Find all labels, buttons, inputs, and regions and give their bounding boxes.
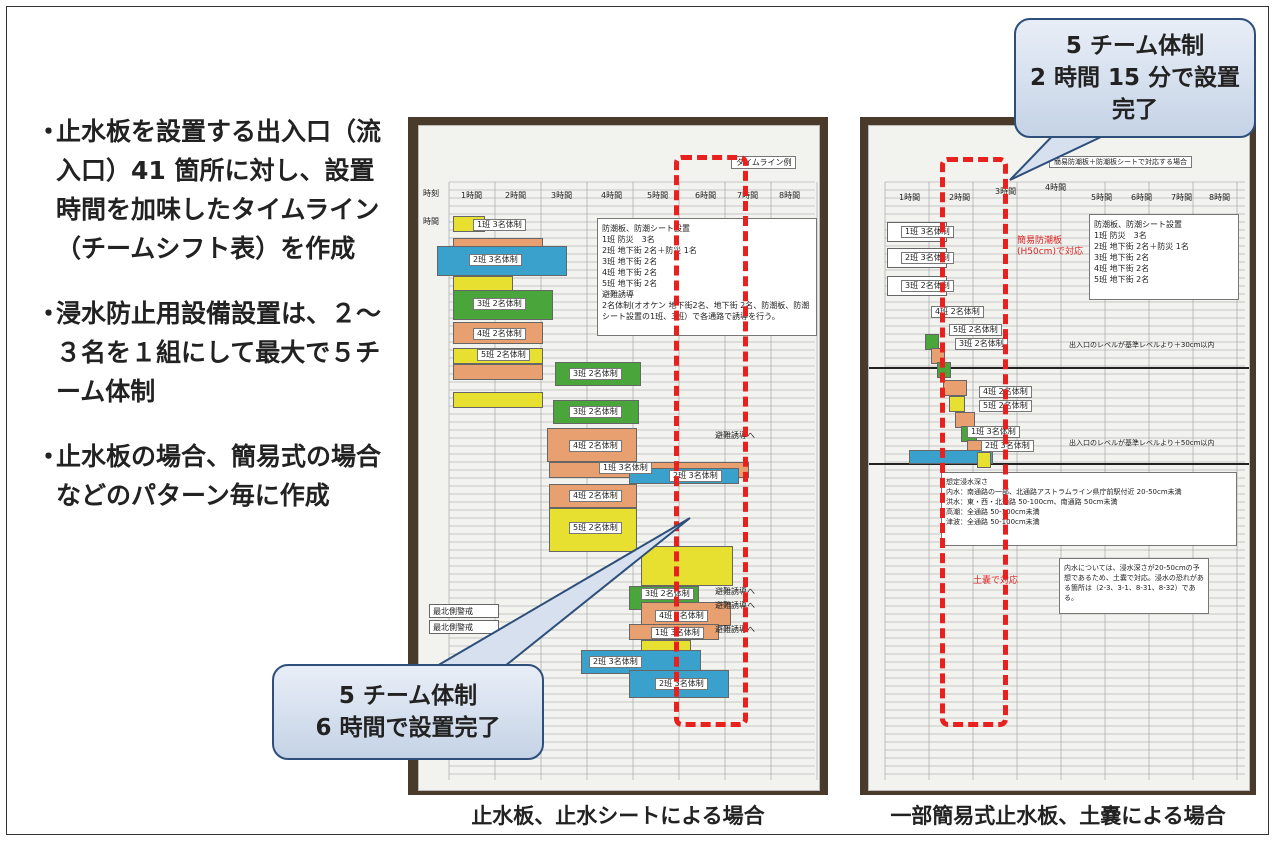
shift-bar <box>453 392 543 408</box>
team-assignment-box: 防潮板、防潮シート設置 1班 防災 3名 2班 地下街 2名＋防災 1名 3班 … <box>1089 214 1239 300</box>
shift-bar <box>949 396 965 412</box>
slide-frame <box>6 6 1269 835</box>
team-label: 5班 2名体制 <box>569 522 622 534</box>
shift-bar <box>453 290 553 320</box>
hour-header: 6時間 <box>1131 193 1153 202</box>
team-label: 2班 3名体制 <box>469 254 522 266</box>
hour-header: 1時間 <box>461 191 483 200</box>
team-label: 4班 2名体制 <box>473 328 526 340</box>
bullet-list: ・ 止水板を設置する出入口（流入口）41 箇所に対し、設置時間を加味したタイムラ… <box>36 112 396 541</box>
team-label: 2班 3名体制 <box>655 678 708 690</box>
team-assignment-box: 防潮板、防潮シート設置 1班 防災 3名 2班 地下街 2名＋防災 1名 3班 … <box>597 218 817 336</box>
team-label: 4班 2名体制 <box>569 490 622 502</box>
team-label: 2班 3名体制 <box>589 656 642 668</box>
hour-header: 4時間 <box>1045 183 1067 192</box>
row-label: 最北側警戒 <box>433 623 473 632</box>
shift-note: 避難誘導へ <box>715 431 755 440</box>
team-label: 5班 2名体制 <box>949 324 1002 336</box>
shift-bar <box>429 604 499 618</box>
bullet-item: ・ 止水板を設置する出入口（流入口）41 箇所に対し、設置時間を加味したタイムラ… <box>36 112 396 268</box>
callout-line: 5 チーム体制 <box>1065 33 1205 59</box>
level-line-note: 出入口のレベルが基準レベルより＋30cm以内 <box>1069 341 1215 349</box>
flood-note-box: 内水については、浸水深さが20-50cmの予想であるため、土嚢で対応。浸水の恐れ… <box>1059 558 1209 614</box>
right-timeline-photo: 簡易防潮板＋防潮板シートで対応する場合 1時間 2時間 3時間 4時間 5時間 … <box>860 117 1256 795</box>
hour-header: 1時間 <box>899 193 921 202</box>
right-caption: 一部簡易式止水板、土嚢による場合 <box>890 804 1226 828</box>
hour-header: 8時間 <box>1209 193 1231 202</box>
team-label: 1班 3名体制 <box>599 462 652 474</box>
callout-line: 6 時間で設置完了 <box>315 715 501 741</box>
team-label: 3班 2名体制 <box>569 368 622 380</box>
shift-bar <box>909 450 993 464</box>
bullet-dot: ・ <box>36 117 62 146</box>
team-label: 5班 2名体制 <box>477 349 530 361</box>
bullet-text: 浸水防止用設備設置は、２～３名を１組にして最大で５チーム体制 <box>56 299 382 406</box>
shift-bar <box>977 452 991 468</box>
right-sheet-title: 簡易防潮板＋防潮板シートで対応する場合 <box>1049 156 1192 168</box>
team-label: 3班 2名体制 <box>569 406 622 418</box>
side-header-2: 時間 <box>423 217 439 226</box>
highlight-box <box>940 157 1008 727</box>
hour-header: 6時間 <box>695 191 717 200</box>
bullet-dot: ・ <box>36 442 62 471</box>
shift-note: 避難誘導へ <box>715 625 755 634</box>
team-label: 4班 2名体制 <box>569 440 622 452</box>
hour-header: 2時間 <box>505 191 527 200</box>
shift-bar <box>437 246 567 276</box>
red-note: 土嚢で対応 <box>973 576 1019 586</box>
team-label: 1班 3名体制 <box>473 219 526 231</box>
callout-line: 5 チーム体制 <box>338 683 478 709</box>
bullet-dot: ・ <box>36 299 62 328</box>
team-label: 4班 2名体制 <box>655 610 708 622</box>
bullet-item: ・ 浸水防止用設備設置は、２～３名を１組にして最大で５チーム体制 <box>36 294 396 411</box>
left-caption: 止水板、止水シートによる場合 <box>471 804 765 828</box>
bullet-text: 止水板を設置する出入口（流入口）41 箇所に対し、設置時間を加味したタイムライン… <box>56 117 382 263</box>
highlight-box <box>674 155 748 727</box>
hour-header: 4時間 <box>601 191 623 200</box>
red-note: 簡易防潮板 (H50cm)で対応 <box>1017 236 1083 257</box>
bullet-text: 止水板の場合、簡易式の場合などのパターン毎に作成 <box>56 442 382 510</box>
level-line-note: 出入口のレベルが基準レベルより＋50cm以内 <box>1069 439 1215 447</box>
hour-header: 7時間 <box>1171 193 1193 202</box>
callout-line: 完了 <box>1112 97 1158 123</box>
callout-line: 2 時間 15 分で設置 <box>1029 65 1241 91</box>
hour-header: 2時間 <box>949 193 971 202</box>
side-header: 時刻 <box>423 189 439 198</box>
team-label: 3班 2名体制 <box>641 588 694 600</box>
shift-note: 避難誘導へ <box>715 601 755 610</box>
hour-header: 5時間 <box>1091 193 1113 202</box>
flood-depth-box: 想定浸水深さ 内水：南通路の一部、北通路アストラムライン県庁前駅付近 20-50… <box>941 472 1237 546</box>
right-timeline-sheet: 簡易防潮板＋防潮板シートで対応する場合 1時間 2時間 3時間 4時間 5時間 … <box>868 125 1250 791</box>
shift-bar <box>453 364 543 380</box>
shift-note: 避難誘導へ <box>715 587 755 596</box>
shift-bar <box>641 546 733 586</box>
shift-bar <box>429 620 499 634</box>
right-callout: 5 チーム体制 2 時間 15 分で設置 完了 <box>1014 18 1256 138</box>
hour-header: 5時間 <box>647 191 669 200</box>
hour-header: 3時間 <box>551 191 573 200</box>
team-label: 2班 3名体制 <box>669 470 722 482</box>
left-callout: 5 チーム体制 6 時間で設置完了 <box>272 664 544 760</box>
row-label: 最北側警戒 <box>433 607 473 616</box>
hour-header: 8時間 <box>779 191 801 200</box>
team-label: 3班 2名体制 <box>473 298 526 310</box>
bullet-item: ・ 止水板の場合、簡易式の場合などのパターン毎に作成 <box>36 437 396 515</box>
team-label: 3班 2名体制 <box>955 338 1008 350</box>
